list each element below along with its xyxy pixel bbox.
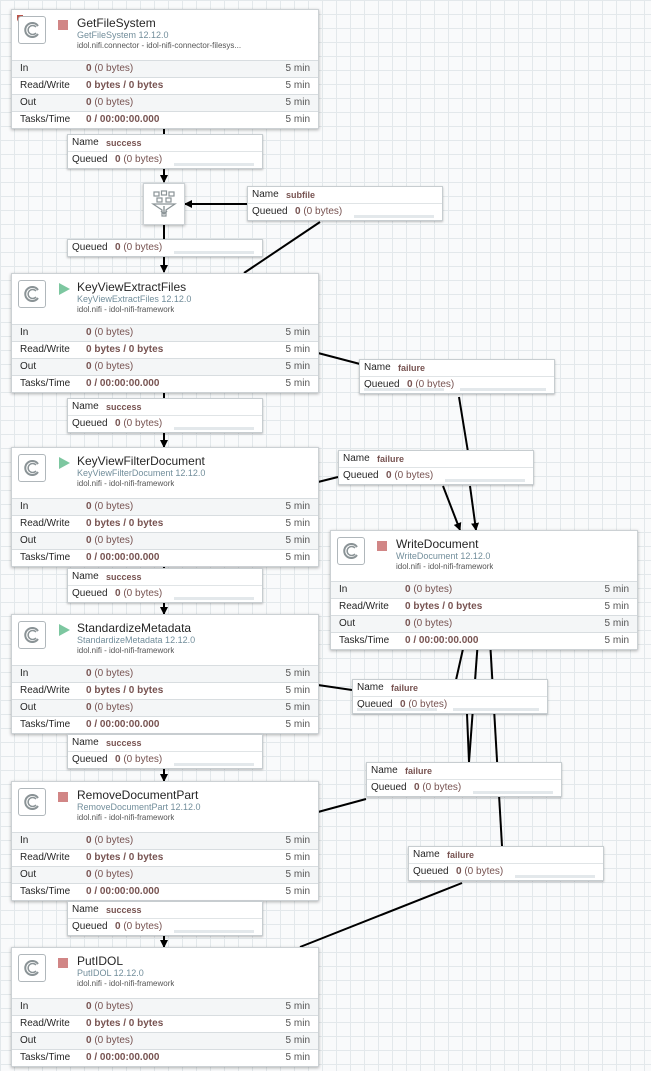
connection-line-failure-write-5[interactable] [466, 713, 470, 763]
connection-line-keyviewfilter-failure[interactable] [317, 476, 339, 483]
connection-line-standardize-failure[interactable] [317, 684, 353, 691]
processor-icon [18, 16, 46, 44]
connection-line-failure-write-2[interactable] [469, 485, 480, 531]
funnel[interactable] [143, 183, 185, 225]
processor-name: PutIDOL [77, 954, 124, 968]
processor-bundle: idol.nifi - idol-nifi-framework [77, 305, 175, 314]
processor-name: RemoveDocumentPart [77, 788, 199, 802]
connection-line-keyviewextract-failure-b[interactable] [458, 396, 469, 453]
processor-bundle: idol.nifi - idol-nifi-framework [396, 562, 494, 571]
processor-icon [18, 454, 46, 482]
processor-writedocument[interactable]: WriteDocument WriteDocument 12.12.0 idol… [330, 530, 638, 650]
stopped-icon [58, 958, 68, 968]
processor-name: WriteDocument [396, 537, 479, 551]
processor-bundle: idol.nifi - idol-nifi-framework [77, 979, 175, 988]
connection-line-putidol-failure[interactable] [299, 882, 463, 948]
connection-line-remove-failure[interactable] [317, 798, 367, 813]
processor-icon [18, 280, 46, 308]
stopped-icon [377, 541, 387, 551]
processor-type: PutIDOL 12.12.0 [77, 968, 144, 978]
processor-keyviewfilterdocument[interactable]: KeyViewFilterDocument KeyViewFilterDocum… [11, 447, 319, 567]
processor-icon [18, 788, 46, 816]
connection-line-keyviewextract-funnel[interactable] [243, 221, 321, 274]
stopped-icon [58, 792, 68, 802]
running-icon [59, 283, 70, 295]
processor-name: KeyViewExtractFiles [77, 280, 187, 294]
processor-name: GetFileSystem [77, 16, 156, 30]
processor-putidol[interactable]: PutIDOL PutIDOL 12.12.0 idol.nifi - idol… [11, 947, 319, 1067]
processor-icon [18, 954, 46, 982]
processor-name: KeyViewFilterDocument [77, 454, 205, 468]
processor-bundle: idol.nifi.connector - idol-nifi-connecto… [77, 41, 242, 50]
processor-type: StandardizeMetadata 12.12.0 [77, 635, 196, 645]
processor-getfilesystem[interactable]: GetFileSystem GetFileSystem 12.12.0 idol… [11, 9, 319, 129]
funnel-icon [151, 190, 177, 217]
processor-name: StandardizeMetadata [77, 621, 192, 635]
processor-type: KeyViewFilterDocument 12.12.0 [77, 468, 206, 478]
stopped-icon [58, 20, 68, 30]
processor-type: WriteDocument 12.12.0 [396, 551, 491, 561]
processor-type: GetFileSystem 12.12.0 [77, 30, 169, 40]
running-icon [59, 624, 70, 636]
processor-icon [18, 621, 46, 649]
processor-type: KeyViewExtractFiles 12.12.0 [77, 294, 192, 304]
processor-bundle: idol.nifi - idol-nifi-framework [77, 479, 175, 488]
processor-icon [337, 537, 365, 565]
connection-line-keyviewextract-failure-a[interactable] [317, 352, 361, 365]
processor-standardizemetadata[interactable]: StandardizeMetadata StandardizeMetadata … [11, 614, 319, 734]
processor-bundle: idol.nifi - idol-nifi-framework [77, 813, 175, 822]
processor-removedocumentpart[interactable]: RemoveDocumentPart RemoveDocumentPart 12… [11, 781, 319, 901]
processor-type: RemoveDocumentPart 12.12.0 [77, 802, 201, 812]
processor-bundle: idol.nifi - idol-nifi-framework [77, 646, 175, 655]
processor-keyviewextractfiles[interactable]: KeyViewExtractFiles KeyViewExtractFiles … [11, 273, 319, 393]
running-icon [59, 457, 70, 469]
connection-line-failure-write-1[interactable] [442, 485, 462, 531]
connection-line-failure-write-6[interactable] [486, 639, 503, 847]
